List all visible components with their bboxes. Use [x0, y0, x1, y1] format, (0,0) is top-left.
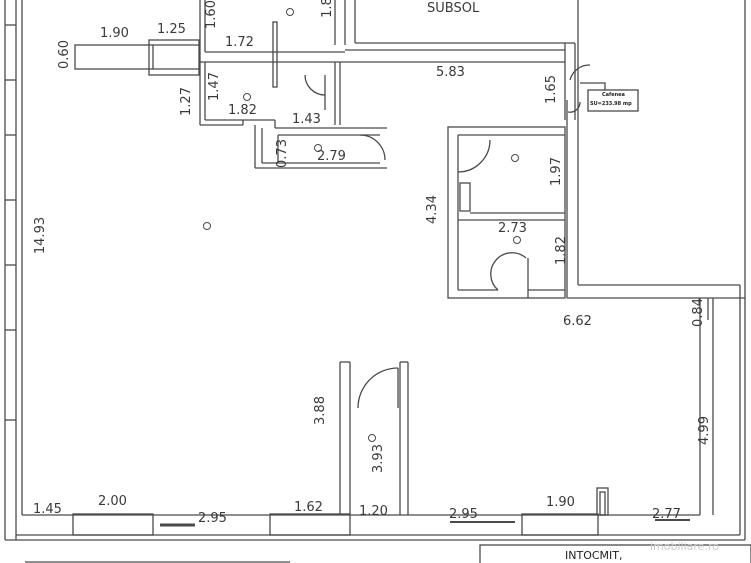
dimension-label: 1.97: [548, 157, 564, 186]
prepared-by-label: INTOCMIT,: [565, 549, 623, 562]
dimension-label: 1.27: [178, 87, 194, 116]
dimension-label: 1.45: [33, 502, 62, 517]
dimension-label: 2.73: [498, 221, 527, 236]
dimension-label: 14.93: [33, 216, 49, 255]
dimension-label: 1.65: [543, 75, 559, 104]
room-number-markers: [203, 8, 521, 442]
dimension-label: 1.25: [157, 22, 186, 37]
dimension-label: 2.79: [317, 149, 346, 164]
callout-room-name: Cafenea: [602, 92, 625, 98]
dimension-label: 0.84: [690, 298, 706, 327]
dimension-label: 1.82: [228, 103, 257, 118]
dimension-label: 6.62: [563, 314, 592, 329]
small-rooms: [200, 62, 387, 169]
bathroom-block: [447, 126, 566, 299]
dimension-label: 4.99: [696, 416, 712, 445]
dimension-label: 0.60: [56, 40, 72, 69]
central-shaft: [339, 361, 409, 515]
dimension-label: 1.8: [319, 0, 335, 18]
dimension-label: 4.34: [424, 195, 440, 224]
dimension-label: 5.83: [436, 65, 465, 80]
dimension-label: 1.90: [546, 495, 575, 510]
bottom-exterior-wall: [5, 487, 745, 541]
watermark: imobiliare.ro: [650, 540, 719, 553]
title-block: [25, 544, 751, 563]
dimension-label: 2.00: [98, 494, 127, 509]
dimension-label: 1.20: [359, 504, 388, 519]
dimension-label: 3.93: [370, 444, 386, 473]
top-walls: [74, 0, 575, 125]
dimension-label: 2.95: [449, 507, 478, 522]
dimension-label: 1.82: [553, 236, 569, 265]
callout-room-area: SU=233.98 mp: [590, 101, 632, 107]
dimension-label: 1.43: [292, 112, 321, 127]
dimension-label: 1.90: [100, 26, 129, 41]
dimension-label: 1.62: [294, 500, 323, 515]
room-callout-box: [567, 64, 639, 113]
dimension-label: 3.88: [312, 396, 328, 425]
adjacent-block: [564, 0, 745, 299]
room-label-subsol: SUBSOL: [427, 1, 480, 16]
dimension-label: 1.60: [203, 0, 219, 29]
dimension-label: 1.72: [225, 35, 254, 50]
left-exterior-wall: [4, 0, 23, 540]
dimension-label: 0.73: [274, 139, 290, 168]
right-exterior-wall: [699, 0, 746, 540]
dimension-label: 1.47: [206, 72, 222, 101]
dimension-label: 2.95: [198, 511, 227, 526]
dimension-label: 2.77: [652, 507, 681, 522]
